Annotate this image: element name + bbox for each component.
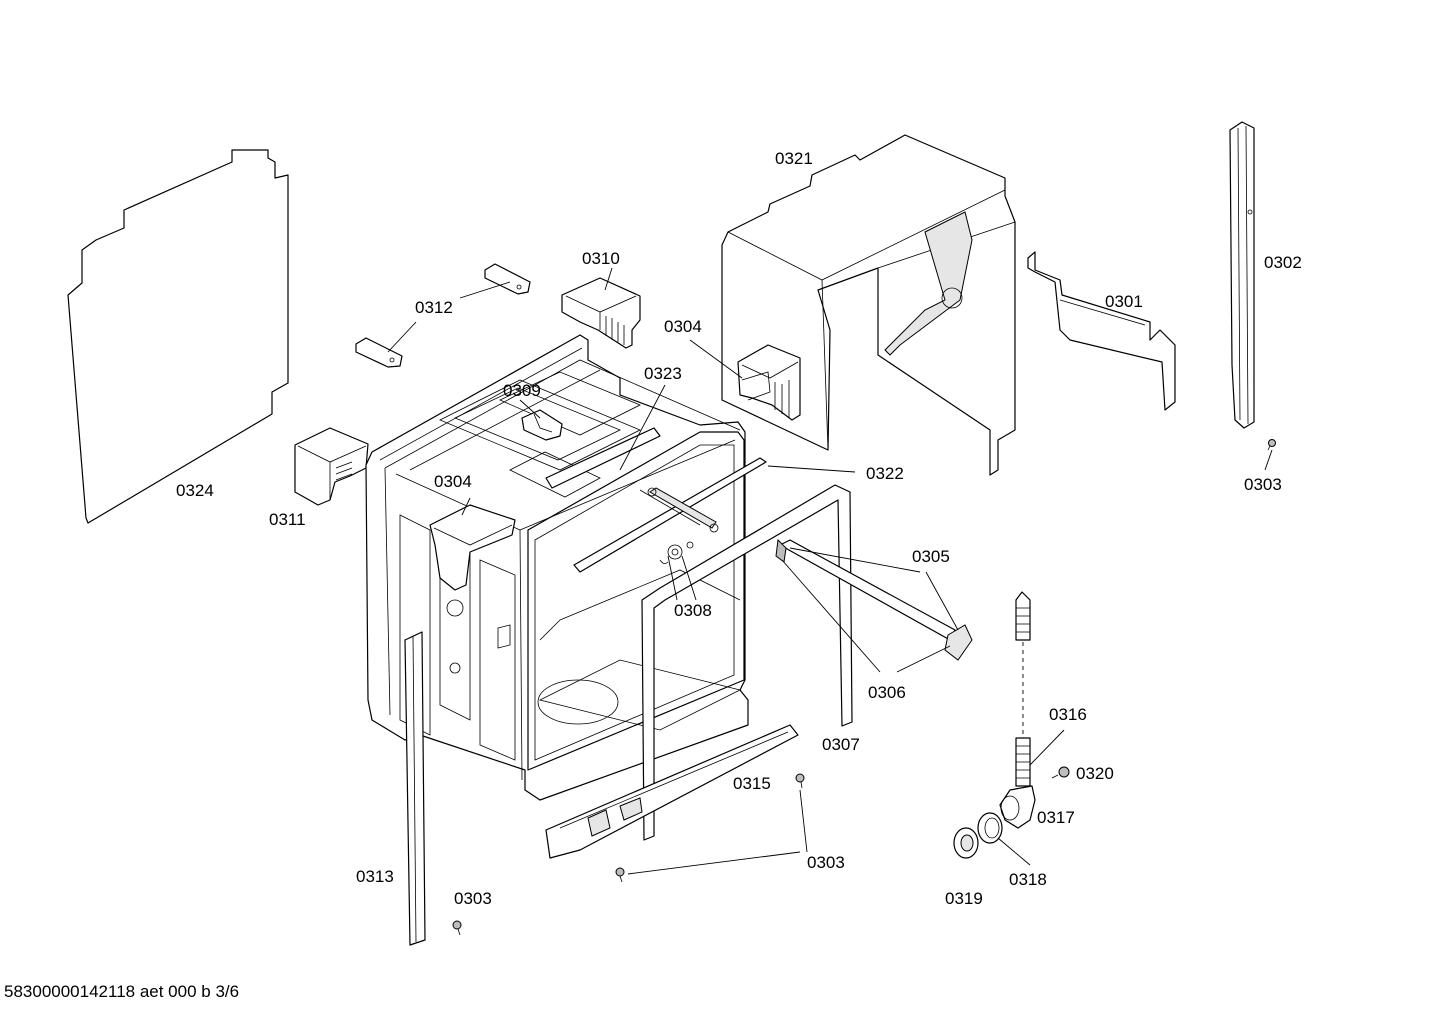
part-0304-bracket-right (737, 344, 801, 421)
label-0305: 0305 (912, 547, 950, 566)
label-0304-left: 0304 (434, 472, 472, 491)
part-0318-ring (977, 812, 1003, 844)
part-0324-side-panel (67, 149, 289, 524)
label-0309: 0309 (503, 381, 541, 400)
label-0312: 0312 (415, 298, 453, 317)
part-0309-clip (521, 409, 563, 441)
label-0320: 0320 (1076, 764, 1114, 783)
part-0310-bracket (561, 277, 641, 349)
label-0301: 0301 (1105, 292, 1143, 311)
part-0308-washers (659, 541, 694, 564)
part-0303-screw-c (452, 920, 462, 936)
part-0317-elbow (999, 785, 1036, 829)
part-0303-screw-b (615, 867, 625, 883)
part-0320-screw (1051, 766, 1070, 779)
part-0304-bracket-left (429, 504, 516, 591)
part-labels: 0321 0302 0310 0301 0312 0304 0323 0309 … (176, 149, 1302, 908)
part-0322-strip (573, 457, 767, 573)
label-0310: 0310 (582, 249, 620, 268)
label-0302: 0302 (1264, 253, 1302, 272)
leader-lines (387, 267, 1273, 875)
part-0302-rail (1229, 121, 1255, 429)
part-0303-screw-right (1267, 439, 1276, 451)
part-0321-cover (721, 134, 1016, 476)
part-0315-plinth (545, 724, 799, 859)
label-0315: 0315 (733, 774, 771, 793)
label-0313: 0313 (356, 867, 394, 886)
label-0311: 0311 (269, 510, 306, 529)
part-0312-clip-lower (355, 337, 403, 368)
label-0324: 0324 (176, 481, 214, 500)
part-0316-hose (1015, 591, 1031, 787)
part-0319-cap (953, 827, 979, 859)
part-0312-clip-upper (484, 263, 531, 295)
label-0306: 0306 (868, 683, 906, 702)
part-0301-strip (1027, 251, 1176, 411)
label-0303-left: 0303 (454, 889, 492, 908)
label-0316: 0316 (1049, 705, 1087, 724)
label-0304-right: 0304 (664, 317, 702, 336)
label-0322: 0322 (866, 464, 904, 483)
part-0313-rail (404, 631, 426, 946)
label-0321: 0321 (775, 149, 813, 168)
label-0303-right: 0303 (1244, 475, 1282, 494)
part-0307-gasket (641, 484, 853, 841)
label-0317: 0317 (1037, 808, 1075, 827)
document-footer-code: 58300000142118 aet 000 b 3/6 (4, 982, 239, 1001)
part-0323-bar (545, 427, 661, 489)
label-0303-middle: 0303 (807, 853, 845, 872)
label-0319: 0319 (945, 889, 983, 908)
part-0305-bar (775, 538, 973, 661)
part-0311-bracket (294, 427, 369, 506)
label-0308: 0308 (674, 601, 712, 620)
label-0318: 0318 (1009, 870, 1047, 889)
label-0307: 0307 (822, 735, 860, 754)
label-0323: 0323 (644, 364, 682, 383)
part-0303-screw-a (795, 773, 805, 789)
